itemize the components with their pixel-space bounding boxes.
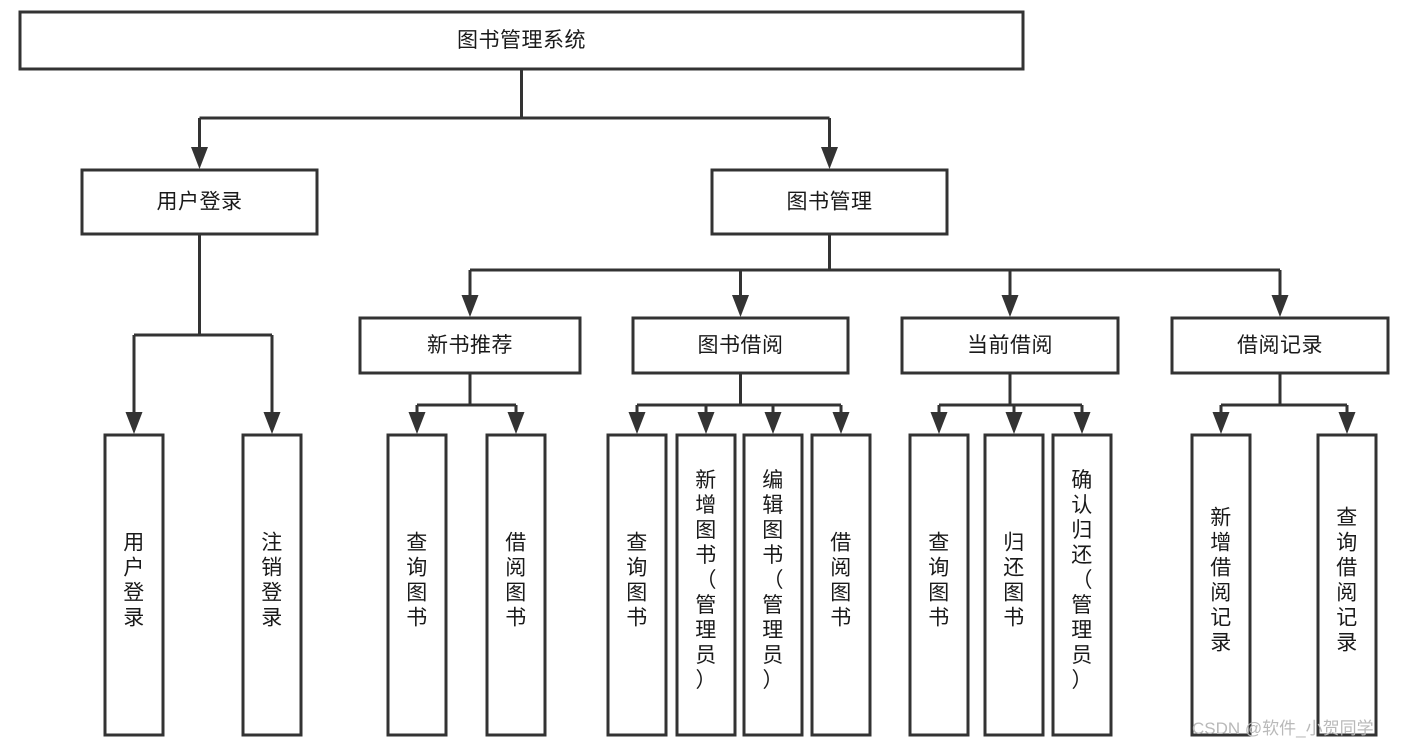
node-leaf-add-borrow-record[interactable]: 新增借阅记录 [1190,433,1252,737]
node-leaf-borrow-book-recommend[interactable]: 借阅图书 [485,433,547,737]
node-label: 确认归还（管理员） [1071,469,1093,692]
node-new-book-recommend[interactable]: 新书推荐 [358,316,582,375]
node-book-borrow[interactable]: 图书借阅 [631,316,850,375]
arrow-head-icon [832,412,850,434]
arrow-head-icon [1001,295,1019,317]
node-box [983,433,1045,737]
arrow-head-icon [732,295,749,317]
arrow-head-icon [930,412,948,434]
node-box [631,316,850,375]
node-label: 新增图书（管理员） [695,469,717,692]
node-label: 新书推荐 [427,334,513,357]
arrow-head-icon [1005,412,1023,434]
node-leaf-return-book[interactable]: 归还图书 [983,433,1045,737]
node-box [1316,433,1378,737]
node-box [710,168,949,236]
node-leaf-query-book-borrow[interactable]: 查询图书 [606,433,668,737]
node-box [1190,433,1252,737]
node-leaf-confirm-return-admin[interactable]: 确认归还（管理员） [1051,433,1113,737]
arrow-head-icon [1073,412,1091,434]
node-box [485,433,547,737]
arrow-head-icon [764,412,782,434]
node-book-manage[interactable]: 图书管理 [710,168,949,236]
node-label: 注销登录 [261,532,283,630]
node-label: 当前借阅 [967,334,1053,357]
node-label: 查询图书 [406,532,428,630]
node-label: 查询图书 [626,532,648,630]
node-root[interactable]: 图书管理系统 [18,10,1025,71]
node-leaf-query-book-recommend[interactable]: 查询图书 [386,433,448,737]
arrow-head-icon [1338,412,1356,434]
node-label: 新增借阅记录 [1210,507,1232,655]
node-label: 用户登录 [123,532,145,630]
node-label: 图书借阅 [698,334,784,357]
node-label: 借阅记录 [1237,334,1323,357]
node-layer: 图书管理系统用户登录图书管理新书推荐图书借阅当前借阅借阅记录用户登录注销登录查询… [18,10,1390,737]
arrow-head-icon [191,147,208,169]
node-leaf-edit-book-admin[interactable]: 编辑图书（管理员） [742,433,804,737]
node-box [900,316,1120,375]
node-label: 图书管理系统 [457,29,586,52]
arrow-head-icon [461,295,479,317]
node-borrow-record[interactable]: 借阅记录 [1170,316,1390,375]
node-leaf-user-login[interactable]: 用户登录 [103,433,165,737]
arrow-head-icon [507,412,525,434]
node-leaf-borrow-book-borrow[interactable]: 借阅图书 [810,433,872,737]
node-label: 借阅图书 [830,532,852,630]
node-leaf-logout-login[interactable]: 注销登录 [241,433,303,737]
arrow-head-icon [263,412,281,434]
node-box [675,433,737,737]
node-label: 归还图书 [1003,532,1025,630]
node-box [241,433,303,737]
node-box [80,168,319,236]
node-box [358,316,582,375]
arrow-head-icon [408,412,426,434]
arrow-head-icon [1271,295,1289,317]
node-leaf-add-book-admin[interactable]: 新增图书（管理员） [675,433,737,737]
node-box [386,433,448,737]
node-label: 查询图书 [928,532,950,630]
node-label: 借阅图书 [505,532,527,630]
node-box [810,433,872,737]
node-box [1170,316,1390,375]
node-label: 用户登录 [157,191,243,214]
connector-layer [125,69,1356,434]
node-box [1051,433,1113,737]
arrow-head-icon [1212,412,1230,434]
node-box [103,433,165,737]
node-box [606,433,668,737]
arrow-head-icon [125,412,143,434]
node-label: 图书管理 [787,191,873,214]
node-leaf-query-book-current[interactable]: 查询图书 [908,433,970,737]
node-box [742,433,804,737]
node-box [18,10,1025,71]
arrow-head-icon [628,412,646,434]
node-label: 编辑图书（管理员） [762,469,784,692]
node-box [908,433,970,737]
node-current-borrow[interactable]: 当前借阅 [900,316,1120,375]
arrow-head-icon [821,147,838,169]
node-label: 查询借阅记录 [1336,507,1358,655]
arrow-head-icon [697,412,715,434]
node-user-login[interactable]: 用户登录 [80,168,319,236]
node-leaf-query-borrow-record[interactable]: 查询借阅记录 [1316,433,1378,737]
